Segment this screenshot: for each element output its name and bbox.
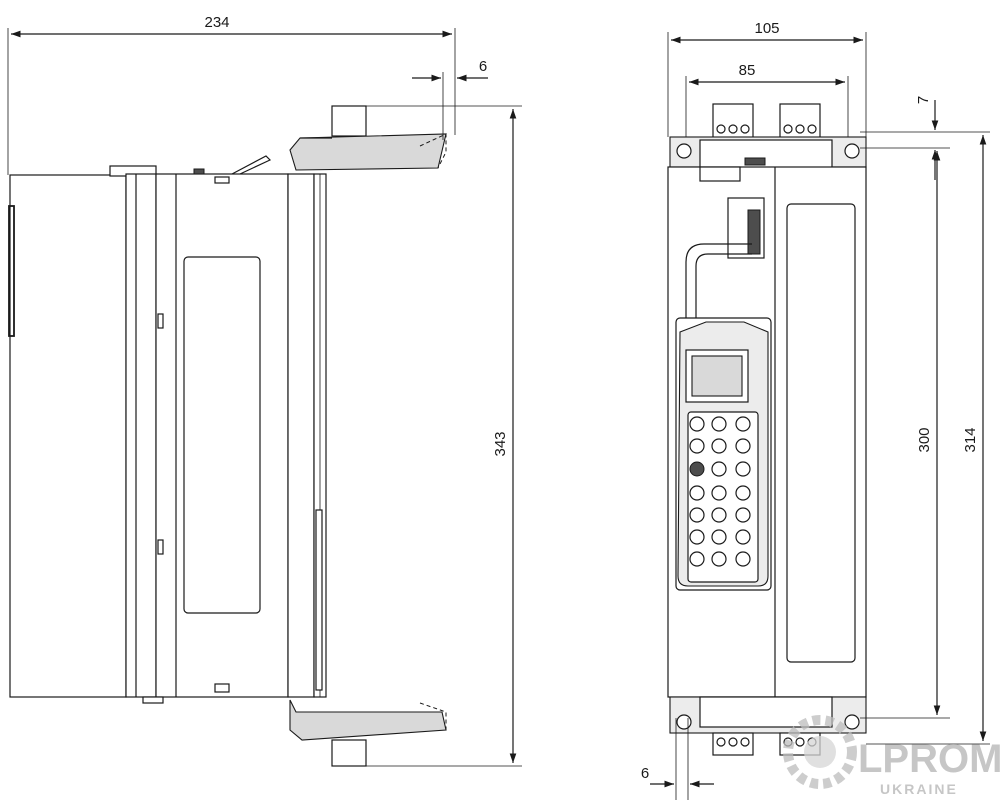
front-dimensions: 105 85 7 300 314 6 [641, 20, 990, 800]
dim-side-height: 343 [492, 431, 509, 456]
side-bottom-clip [331, 739, 367, 767]
side-front-rail [287, 173, 315, 698]
side-dimensions: 234 6 343 [7, 14, 522, 767]
dim-front-top-offset: 7 [915, 96, 932, 104]
dim-side-width: 234 [204, 14, 229, 31]
side-bottom-bracket [289, 699, 447, 741]
dim-front-width: 105 [754, 20, 779, 37]
side-view [8, 105, 447, 767]
side-flange [125, 173, 157, 698]
watermark-logo: LPROM UKRAINE [783, 715, 1000, 797]
dim-front-inner-width: 85 [739, 62, 756, 79]
watermark-subtext: UKRAINE [880, 781, 958, 797]
key [689, 416, 705, 432]
front-window [786, 203, 856, 663]
side-top-clip [331, 105, 367, 137]
dim-side-offset: 6 [479, 58, 487, 75]
side-rear-housing [9, 174, 127, 698]
side-recess-panel [183, 256, 261, 614]
side-rear-edge [8, 205, 15, 337]
keypad-buttons [689, 416, 751, 567]
bottom-terminal-left [712, 732, 754, 756]
top-terminal-left [712, 103, 754, 139]
watermark-text: LPROM [858, 737, 1000, 781]
side-top-bracket [289, 133, 447, 171]
dim-front-inner-height: 300 [916, 427, 933, 452]
front-view [667, 103, 867, 756]
dim-front-height: 314 [962, 427, 979, 452]
dim-front-bottom-offset: 6 [641, 765, 649, 782]
